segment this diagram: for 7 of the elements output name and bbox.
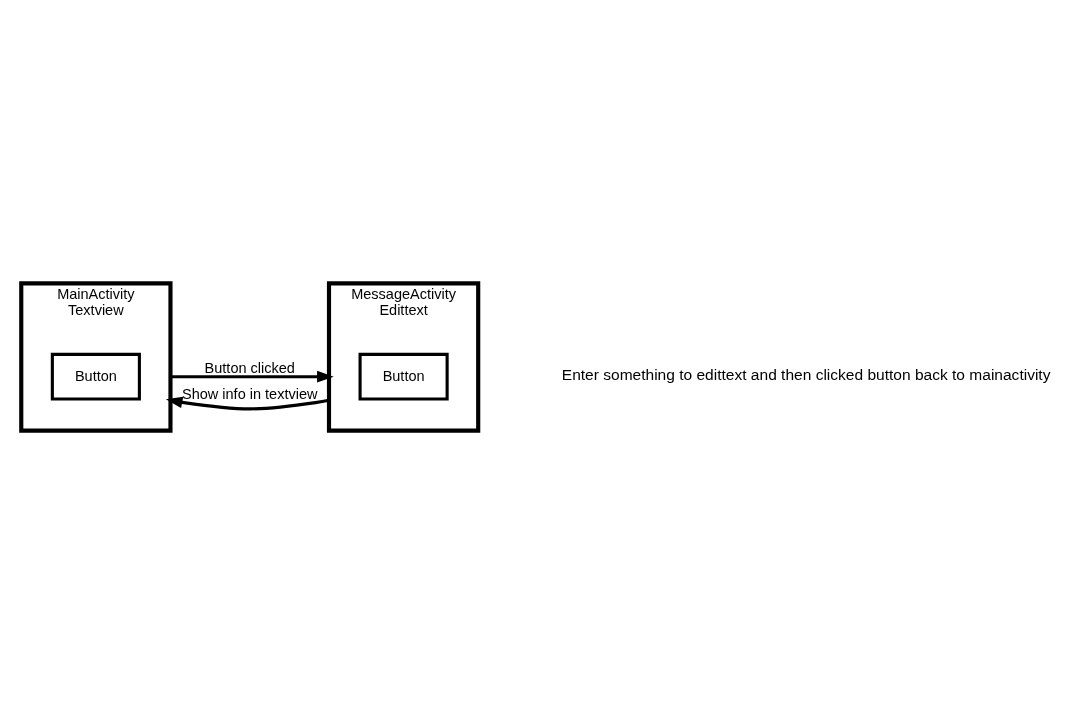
edge-label: Button clicked bbox=[204, 359, 295, 376]
edge-label: Show info in textview bbox=[182, 385, 318, 402]
node-box: Button bbox=[50, 352, 141, 400]
arrow bbox=[165, 396, 330, 410]
arrow bbox=[170, 370, 334, 382]
node-box: Button bbox=[358, 352, 449, 400]
label: Enter something to edittext and then clicked button back to mainactivity bbox=[561, 365, 1051, 383]
